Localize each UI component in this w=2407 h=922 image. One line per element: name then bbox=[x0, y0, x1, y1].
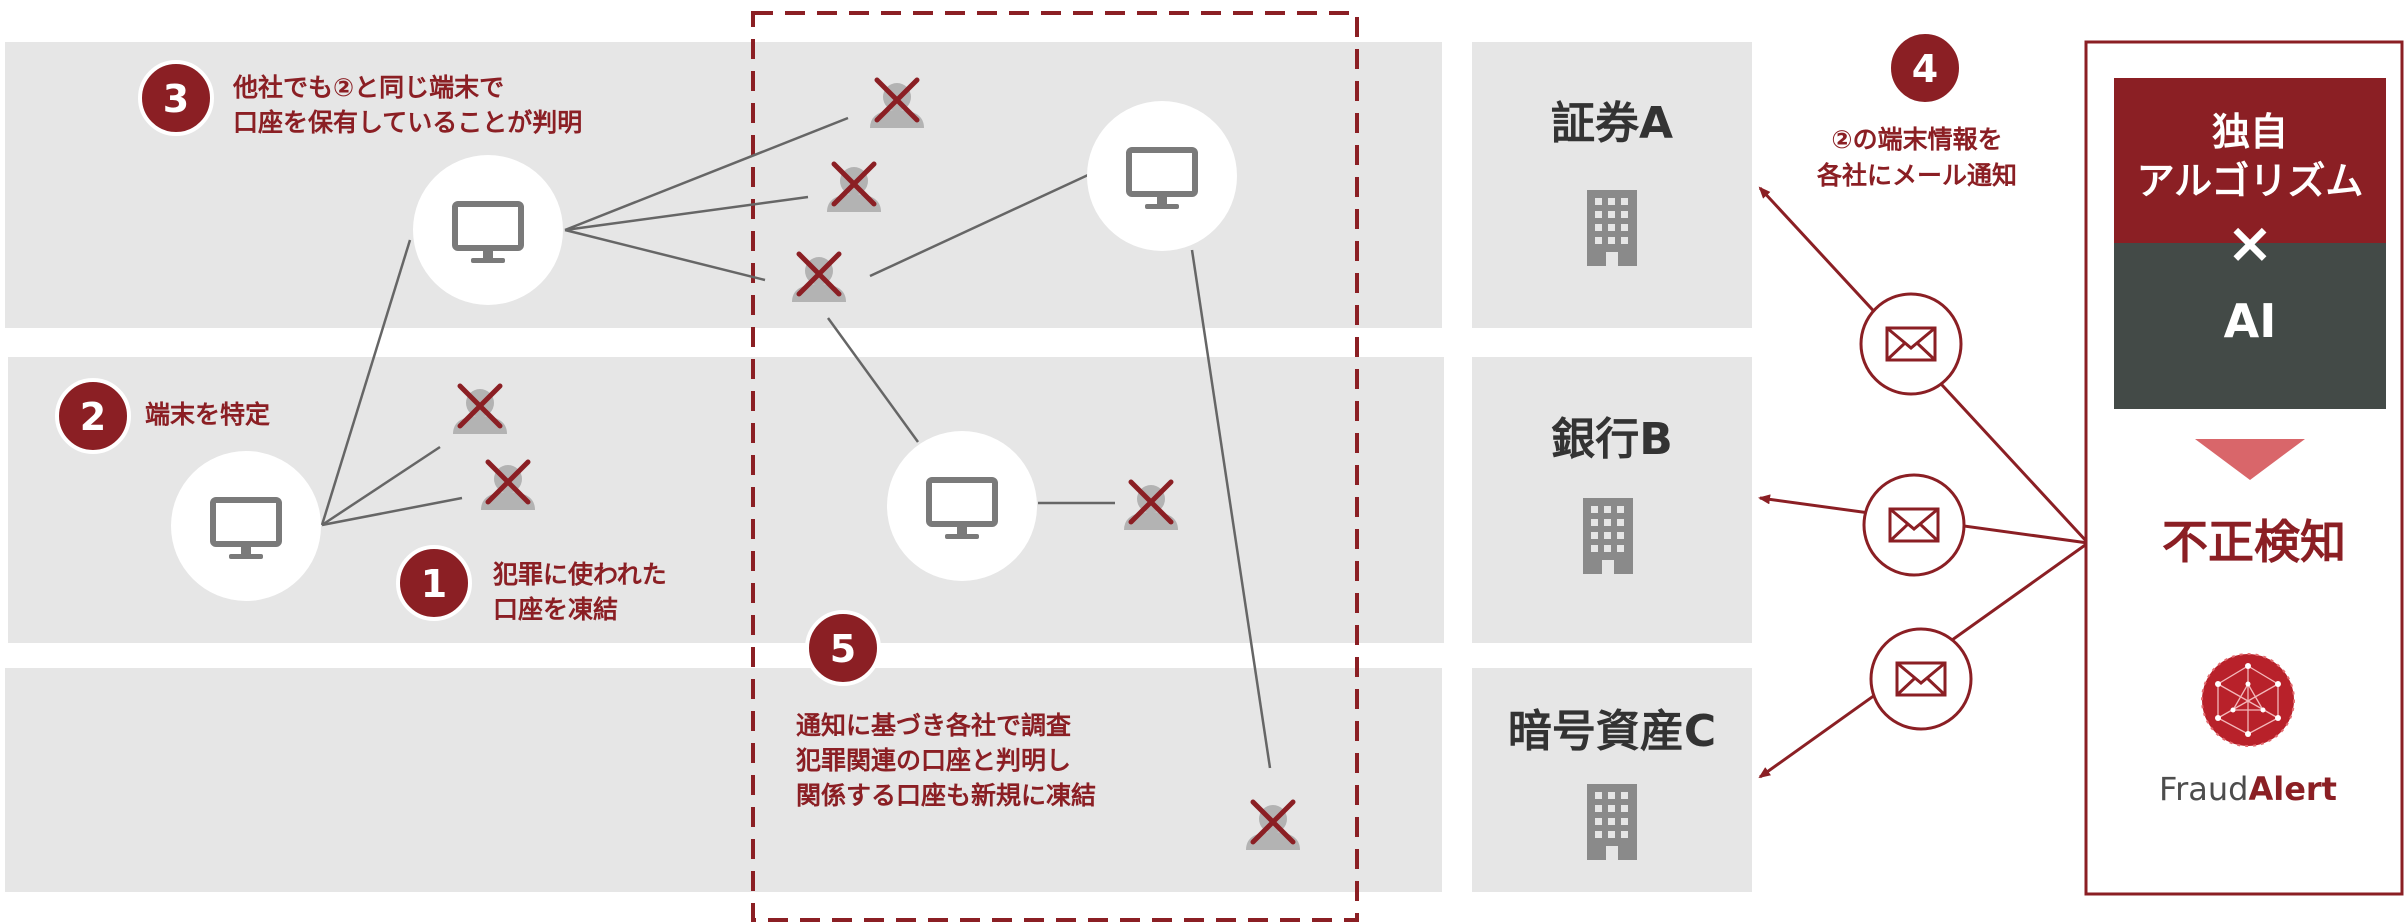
company-crypto-c: 暗号資産C bbox=[1508, 706, 1716, 860]
ai-label: AI bbox=[2224, 294, 2277, 348]
wordmark-fraud: Fraud bbox=[2159, 770, 2248, 808]
ai-block bbox=[2114, 243, 2386, 409]
times-symbol: × bbox=[2227, 211, 2274, 276]
step-number: 1 bbox=[421, 562, 447, 606]
company-panel-securities bbox=[1472, 42, 1752, 328]
network-lines bbox=[320, 116, 1272, 769]
investigation-dashed-area bbox=[751, 11, 1359, 922]
building-icon bbox=[1587, 190, 1637, 266]
mail-badge-securities bbox=[1859, 292, 1963, 396]
step-number: 4 bbox=[1912, 47, 1938, 91]
step-4: 4 ②の端末情報を 各社にメール通知 bbox=[1816, 30, 2017, 190]
step-3: 3 他社でも②と同じ端末で 口座を保有していることが判明 bbox=[138, 60, 582, 137]
fraud-engine-panel: 独自 アルゴリズム × AI 不正検知 FraudAlert bbox=[2084, 40, 2404, 896]
step-caption-line3: 関係する口座も新規に凍結 bbox=[796, 781, 1096, 810]
monitor-icon bbox=[210, 497, 282, 559]
fraud-detection-label: 不正検知 bbox=[2162, 515, 2346, 569]
company-bank-b: 銀行B bbox=[1551, 414, 1673, 574]
step-caption-line1: 通知に基づき各社で調査 bbox=[796, 711, 1071, 740]
company-securities-a: 証券A bbox=[1551, 98, 1673, 266]
step-caption-line1: 端末を特定 bbox=[145, 400, 270, 429]
mail-icon bbox=[1888, 507, 1940, 543]
building-icon bbox=[1583, 498, 1633, 574]
step-number: 3 bbox=[163, 77, 189, 121]
monitor-icon bbox=[926, 477, 998, 539]
step-caption-line2: 口座を保有していることが判明 bbox=[233, 108, 582, 137]
step-caption-line1: 他社でも②と同じ端末で bbox=[232, 73, 504, 102]
fraudalert-wordmark: FraudAlert bbox=[2159, 770, 2337, 808]
fraudalert-logo-icon bbox=[2201, 653, 2295, 747]
step-number: 2 bbox=[80, 395, 106, 439]
algorithm-block bbox=[2114, 78, 2386, 243]
device-node-2 bbox=[171, 451, 321, 601]
company-name: 暗号資産C bbox=[1508, 706, 1716, 757]
step-caption-line1: 犯罪に使われた bbox=[492, 560, 667, 589]
step-2: 2 端末を特定 bbox=[55, 378, 270, 454]
device-node-4 bbox=[887, 431, 1037, 581]
company-name: 証券A bbox=[1551, 98, 1673, 149]
step-caption-line2: 犯罪関連の口座と判明し bbox=[795, 746, 1071, 775]
monitor-icon bbox=[452, 201, 524, 263]
down-arrow bbox=[2195, 439, 2305, 480]
building-icon bbox=[1587, 784, 1637, 860]
band-crypto bbox=[5, 668, 1442, 892]
device-node-3 bbox=[1087, 101, 1237, 251]
step-caption-line2: 各社にメール通知 bbox=[1816, 161, 2017, 190]
monitor-icon bbox=[1126, 147, 1198, 209]
algorithm-label-line1: 独自 bbox=[2212, 110, 2288, 154]
mail-icon bbox=[1895, 661, 1947, 697]
mail-icon bbox=[1885, 326, 1937, 362]
step-number: 5 bbox=[830, 627, 856, 671]
mail-badge-crypto bbox=[1869, 627, 1973, 731]
mail-badge-bank bbox=[1862, 473, 1966, 577]
step-caption-line2: 口座を凍結 bbox=[493, 595, 618, 624]
company-name: 銀行B bbox=[1551, 414, 1673, 465]
step-1: 1 犯罪に使われた 口座を凍結 bbox=[396, 545, 667, 624]
step-caption-line1: ②の端末情報を bbox=[1831, 125, 2002, 154]
device-node-1 bbox=[413, 155, 563, 305]
algorithm-label-line2: アルゴリズム bbox=[2137, 159, 2364, 203]
step-5: 5 通知に基づき各社で調査 犯罪関連の口座と判明し 関係する口座も新規に凍結 bbox=[795, 610, 1096, 810]
wordmark-alert: Alert bbox=[2248, 770, 2337, 808]
